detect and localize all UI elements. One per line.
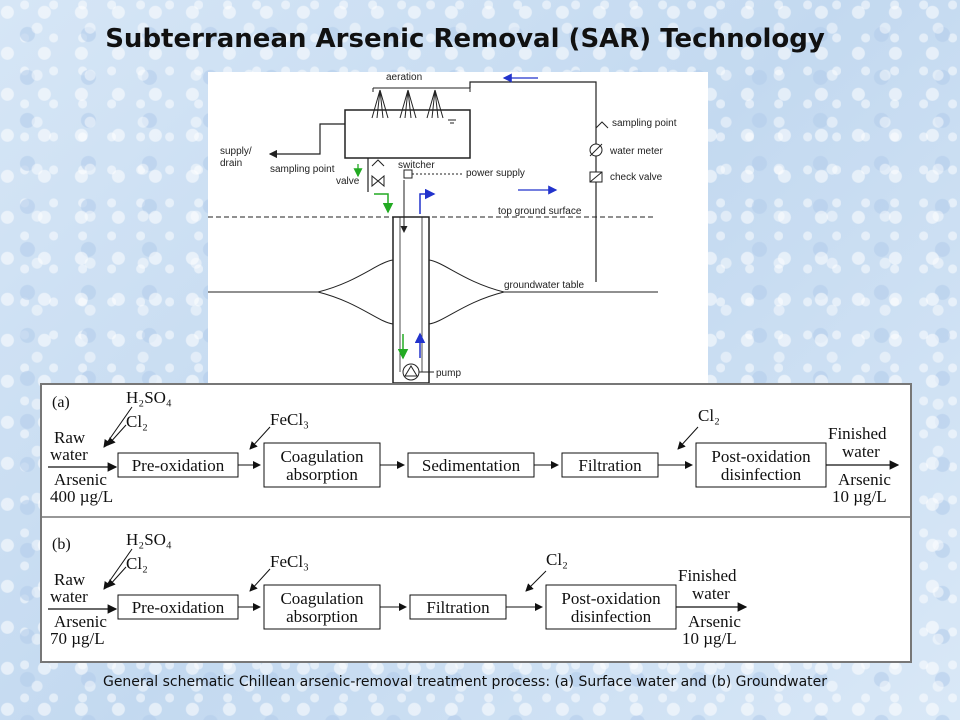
process-a: (a) H₂SO₄ Cl₂ Raw water Arsenic 400 µg/L… bbox=[48, 388, 900, 506]
water-meter-label: water meter bbox=[609, 146, 663, 157]
finished-water-label-2-b: water bbox=[692, 584, 730, 603]
check-valve-label: check valve bbox=[610, 172, 663, 183]
groundwater-table-label: groundwater table bbox=[504, 280, 584, 291]
step-filtration-a: Filtration bbox=[578, 456, 642, 475]
h2so4-label: H₂SO₄ bbox=[126, 388, 172, 407]
water-level-mark bbox=[448, 119, 456, 124]
box-coagulation-b bbox=[263, 584, 381, 630]
sampling-point-label: sampling point bbox=[270, 164, 335, 175]
treatment-process-panel: (a) H₂SO₄ Cl₂ Raw water Arsenic 400 µg/L… bbox=[40, 383, 912, 663]
process-a-label: (a) bbox=[52, 394, 70, 411]
step-sedimentation-a: Sedimentation bbox=[422, 456, 521, 475]
step-coagulation-b: Coagulation bbox=[280, 589, 364, 608]
finished-water-label-1-b: Finished bbox=[678, 566, 737, 585]
power-supply-label: power supply bbox=[466, 168, 525, 179]
box-post-oxidation-a bbox=[695, 442, 827, 488]
raw-water-label-2: water bbox=[50, 445, 88, 464]
return-pipe bbox=[469, 81, 597, 282]
well-casing bbox=[392, 216, 430, 384]
aeration-label: aeration bbox=[386, 72, 422, 83]
step-coagulation-a: Coagulation bbox=[280, 447, 364, 466]
supply-drain-label-1: supply/ bbox=[220, 146, 252, 157]
arsenic-out-label-b: Arsenic bbox=[688, 612, 741, 631]
supply-drain-label-2: drain bbox=[220, 158, 242, 169]
flow-arrow-green-2 bbox=[374, 193, 394, 214]
valve-label: valve bbox=[336, 176, 360, 187]
raw-water-label-2-b: water bbox=[50, 587, 88, 606]
arsenic-out-value-a: 10 µg/L bbox=[832, 487, 887, 506]
step-absorption-a: absorption bbox=[286, 465, 358, 484]
switcher-label: switcher bbox=[398, 160, 435, 171]
aeration-sprayers bbox=[371, 87, 471, 119]
top-ground-surface-label: top ground surface bbox=[498, 206, 582, 217]
step-absorption-b: absorption bbox=[286, 607, 358, 626]
step-filtration-b: Filtration bbox=[426, 598, 490, 617]
page-title: Subterranean Arsenic Removal (SAR) Techn… bbox=[105, 24, 825, 54]
switcher-icon bbox=[403, 169, 413, 179]
aeration-tank bbox=[344, 109, 471, 159]
finished-water-label-2-a: water bbox=[842, 442, 880, 461]
step-disinfection-a: disinfection bbox=[721, 465, 802, 484]
step-post-oxidation-a: Post-oxidation bbox=[711, 447, 811, 466]
process-b: (b) H₂SO₄ Cl₂ Raw water Arsenic 70 µg/L … bbox=[48, 530, 748, 648]
arsenic-out-label-a: Arsenic bbox=[838, 470, 891, 489]
finished-water-label-1-a: Finished bbox=[828, 424, 887, 443]
arsenic-in-label: Arsenic bbox=[54, 470, 107, 489]
step-pre-oxidation-b: Pre-oxidation bbox=[132, 598, 225, 617]
sar-well-schematic: aeration sampling point water meter chec… bbox=[208, 72, 708, 384]
arsenic-in-label-b: Arsenic bbox=[54, 612, 107, 631]
h2so4-label-b: H₂SO₄ bbox=[126, 530, 172, 549]
supply-drain-pipe bbox=[268, 123, 345, 159]
pump-label: pump bbox=[436, 368, 461, 379]
cl2-post-label-b: Cl₂ bbox=[546, 550, 568, 569]
arsenic-in-value: 400 µg/L bbox=[50, 487, 113, 506]
sampling-point-icon bbox=[371, 159, 385, 167]
cl2-post-label-a: Cl₂ bbox=[698, 406, 720, 425]
sampling-point-top-label: sampling point bbox=[612, 118, 677, 129]
box-filtration-b bbox=[409, 594, 507, 620]
step-post-oxidation-b: Post-oxidation bbox=[561, 589, 661, 608]
step-disinfection-b: disinfection bbox=[571, 607, 652, 626]
box-filtration-a bbox=[561, 452, 659, 478]
box-post-oxidation-b bbox=[545, 584, 677, 630]
cl2-in-label: Cl₂ bbox=[126, 412, 148, 431]
fecl3-label-a: FeCl₃ bbox=[270, 410, 309, 429]
sampling-point-top-icon bbox=[595, 121, 609, 129]
step-pre-oxidation-a: Pre-oxidation bbox=[132, 456, 225, 475]
raw-water-label-1: Raw bbox=[54, 428, 86, 447]
fecl3-label-b: FeCl₃ bbox=[270, 552, 309, 571]
flow-arrow-blue-2 bbox=[419, 188, 436, 214]
arsenic-in-value-b: 70 µg/L bbox=[50, 629, 105, 648]
arsenic-out-value-b: 10 µg/L bbox=[682, 629, 737, 648]
valve-icon bbox=[371, 174, 385, 188]
process-b-label: (b) bbox=[52, 536, 71, 553]
raw-water-label-1-b: Raw bbox=[54, 570, 86, 589]
figure-caption: General schematic Chillean arsenic-remov… bbox=[102, 674, 828, 690]
cl2-in-label-b: Cl₂ bbox=[126, 554, 148, 573]
